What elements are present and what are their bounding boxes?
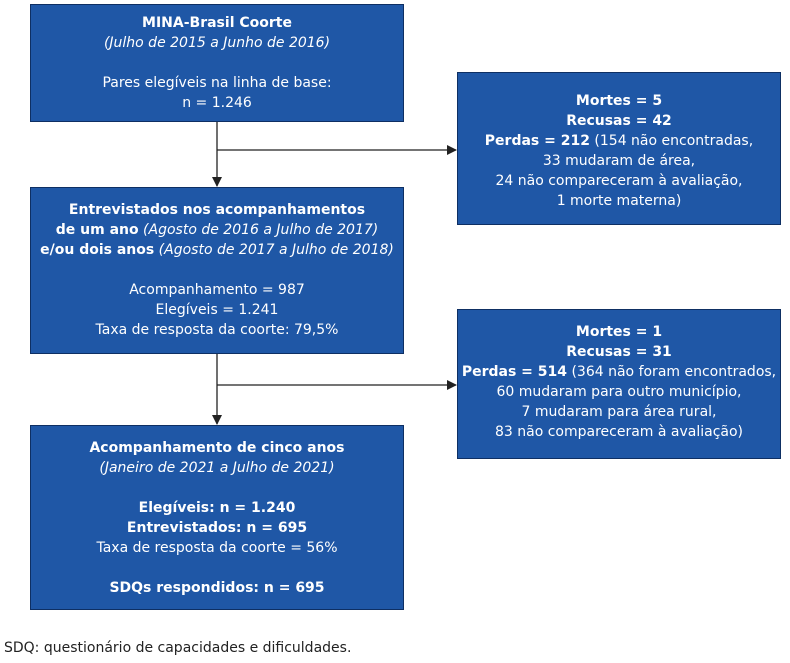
side1-losses-detail: (154 não encontradas, (589, 133, 754, 149)
side2-detail-2: 7 mudaram para área rural, (521, 404, 717, 420)
box-five-year-followup: Acompanhamento de cinco anos (Janeiro de… (30, 425, 404, 610)
box-followup-one-year: de um ano (55, 222, 139, 238)
side2-detail-3: 83 não compareceram à avaliação) (494, 424, 744, 440)
side1-detail-3: 1 morte materna) (556, 193, 682, 209)
box-followup-1-2-years: Entrevistados nos acompanhamentos de um … (30, 187, 404, 354)
footnote: SDQ: questionário de capacidades e dific… (4, 640, 352, 656)
side1-detail-1: 33 mudaram de área, (542, 153, 696, 169)
box-five-year-sdq: SDQs respondidos: n = 695 (109, 580, 325, 596)
box-five-year-title: Acompanhamento de cinco anos (89, 440, 345, 456)
box-five-year-response-rate: Taxa de resposta da coorte = 56% (96, 540, 338, 556)
side2-losses-detail: (364 não foram encontrados, (567, 364, 777, 380)
box-baseline-period: (Julho de 2015 a Junho de 2016) (103, 35, 331, 51)
side2-losses: Perdas = 514 (364 não foram encontrados, (458, 362, 780, 382)
box-followup-title-3: e/ou dois anos (Agosto de 2017 a Julho d… (31, 240, 403, 260)
box-five-year-eligible: Elegíveis: n = 1.240 (138, 500, 296, 516)
side2-detail-1: 60 mudaram para outro município, (496, 384, 742, 400)
side2-losses-count: Perdas = 514 (461, 364, 568, 380)
side1-refusals: Recusas = 42 (566, 113, 672, 129)
box-baseline-eligible-label: Pares elegíveis na linha de base: (102, 75, 332, 91)
box-followup-title-1: Entrevistados nos acompanhamentos (68, 202, 366, 218)
box-followup-count: Acompanhamento = 987 (129, 282, 305, 298)
side2-deaths: Mortes = 1 (575, 324, 663, 340)
box-followup-two-years: e/ou dois anos (40, 242, 155, 258)
side1-losses-count: Perdas = 212 (484, 133, 590, 149)
box-followup-eligible: Elegíveis = 1.241 (155, 302, 279, 318)
box-followup-one-year-period: (Agosto de 2016 a Julho de 2017) (138, 222, 379, 238)
box-losses-second-stage: Mortes = 1 Recusas = 31 Perdas = 514 (36… (457, 309, 781, 459)
side2-refusals: Recusas = 31 (566, 344, 672, 360)
box-losses-first-stage: Mortes = 5 Recusas = 42 Perdas = 212 (15… (457, 72, 781, 225)
side1-deaths: Mortes = 5 (575, 93, 663, 109)
box-five-year-interviewed: Entrevistados: n = 695 (126, 520, 308, 536)
side1-losses: Perdas = 212 (154 não encontradas, (458, 131, 780, 151)
box-followup-title-2: de um ano (Agosto de 2016 a Julho de 201… (31, 220, 403, 240)
box-baseline-cohort: MINA-Brasil Coorte (Julho de 2015 a Junh… (30, 4, 404, 122)
box-five-year-period: (Janeiro de 2021 a Julho de 2021) (99, 460, 335, 476)
box-baseline-eligible-count: n = 1.246 (182, 95, 252, 111)
box-followup-two-years-period: (Agosto de 2017 a Julho de 2018) (154, 242, 394, 258)
side1-detail-2: 24 não compareceram à avaliação, (495, 173, 743, 189)
box-followup-response-rate: Taxa de resposta da coorte: 79,5% (95, 322, 339, 338)
box-baseline-title: MINA-Brasil Coorte (142, 15, 292, 31)
